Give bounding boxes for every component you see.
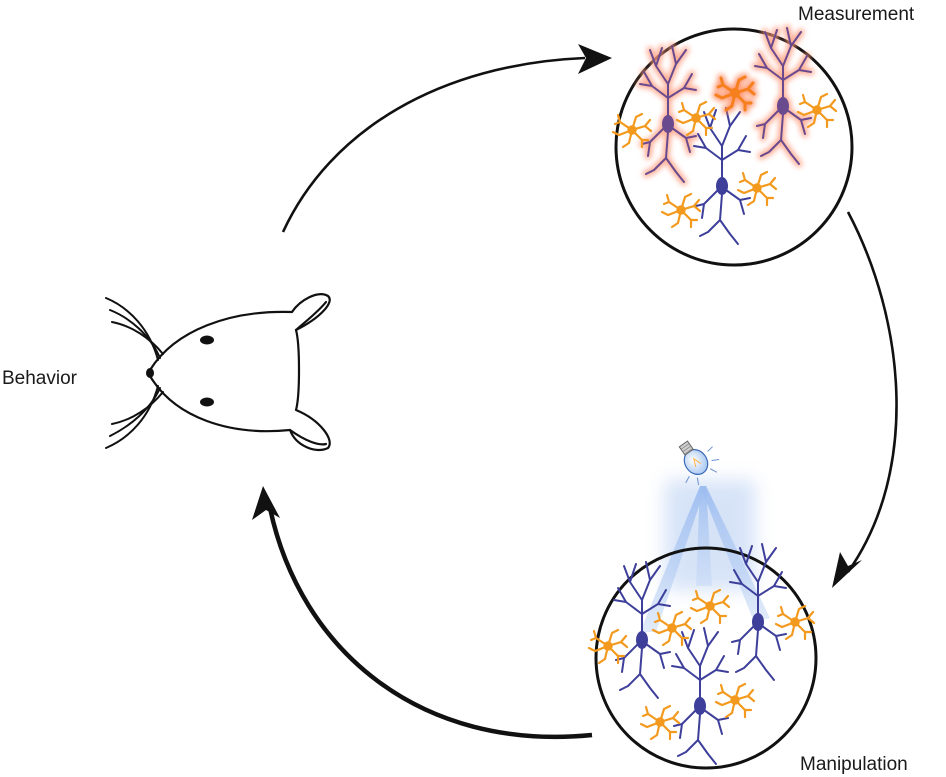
- measurement-circle: [611, 28, 854, 267]
- mouse-head-icon: [105, 293, 331, 452]
- arrow-manipulation-to-behavior: [252, 486, 593, 739]
- arrow-icon: [578, 44, 612, 74]
- measurement-label: Measurement: [798, 4, 915, 25]
- light-bulb-icon: [678, 440, 720, 486]
- manipulation-label: Manipulation: [800, 754, 908, 775]
- light-beams: [640, 480, 770, 632]
- manipulation-circle: [587, 543, 818, 770]
- behavior-label: Behavior: [2, 368, 77, 389]
- arrow-icon: [832, 552, 862, 588]
- arrow-behavior-to-measurement: [281, 44, 612, 233]
- arrow-measurement-to-manipulation: [832, 211, 898, 588]
- arrow-icon: [252, 486, 280, 520]
